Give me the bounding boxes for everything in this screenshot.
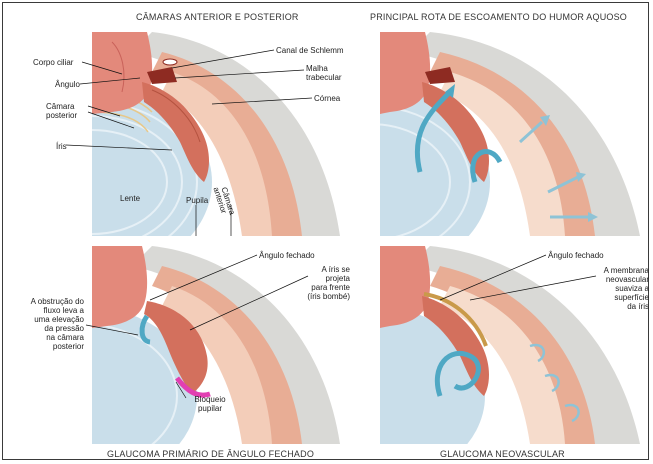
label-angle: Ângulo <box>55 80 80 89</box>
label-schlemm-canal: Canal de Schlemm <box>276 46 344 55</box>
title-bottom-left: GLAUCOMA PRIMÁRIO DE ÂNGULO FECHADO <box>107 449 314 459</box>
membrane-line-3: suaviza a <box>585 284 649 293</box>
title-top-right: PRINCIPAL ROTA DE ESCOAMENTO DO HUMOR AQ… <box>370 12 627 22</box>
pupillary-block-line-1: Bloqueio <box>185 395 235 404</box>
obstruction-line-6: posterior <box>8 342 84 351</box>
iris-bombe-line-1: A íris se <box>300 265 350 274</box>
label-ciliary-body: Corpo ciliar <box>33 58 73 67</box>
membrane-line-4: superfície <box>585 293 649 302</box>
label-posterior-chamber-1: Câmara <box>46 102 74 111</box>
label-closed-angle-right: Ângulo fechado <box>548 251 604 260</box>
title-bottom-right: GLAUCOMA NEOVASCULAR <box>440 449 565 459</box>
label-obstruction: A obstrução do fluxo leva a uma elevação… <box>8 297 84 351</box>
obstruction-line-5: na câmara <box>8 333 84 342</box>
label-neovascular-membrane: A membrana neovascular suaviza a superfí… <box>585 266 649 311</box>
obstruction-line-1: A obstrução do <box>8 297 84 306</box>
label-closed-angle-left: Ângulo fechado <box>259 251 315 260</box>
label-pupillary-block: Bloqueio pupilar <box>185 395 235 413</box>
label-cornea: Córnea <box>314 94 340 103</box>
membrane-line-2: neovascular <box>585 275 649 284</box>
pupillary-block-line-2: pupilar <box>185 404 235 413</box>
obstruction-line-4: da pressão <box>8 324 84 333</box>
label-pupil: Pupila <box>186 196 208 205</box>
iris-bombe-line-2: projeta <box>300 274 350 283</box>
obstruction-line-2: fluxo leva a <box>8 306 84 315</box>
obstruction-line-3: uma elevação <box>8 315 84 324</box>
label-iris: Íris <box>56 142 67 151</box>
label-trabecular-2: trabecular <box>306 73 342 82</box>
membrane-line-1: A membrana <box>585 266 649 275</box>
iris-bombe-line-4: (íris bombé) <box>300 292 350 301</box>
label-posterior-chamber-2: posterior <box>46 111 77 120</box>
membrane-line-5: da íris <box>585 302 649 311</box>
panel-aqueous-outflow <box>380 32 640 236</box>
label-lens: Lente <box>120 194 140 203</box>
aqueous-outflow-illustration <box>380 32 640 236</box>
label-trabecular-1: Malha <box>306 64 328 73</box>
title-top-left: CÂMARAS ANTERIOR E POSTERIOR <box>136 12 299 22</box>
label-iris-bombe: A íris se projeta para frente (íris bomb… <box>300 265 350 301</box>
iris-bombe-line-3: para frente <box>300 283 350 292</box>
